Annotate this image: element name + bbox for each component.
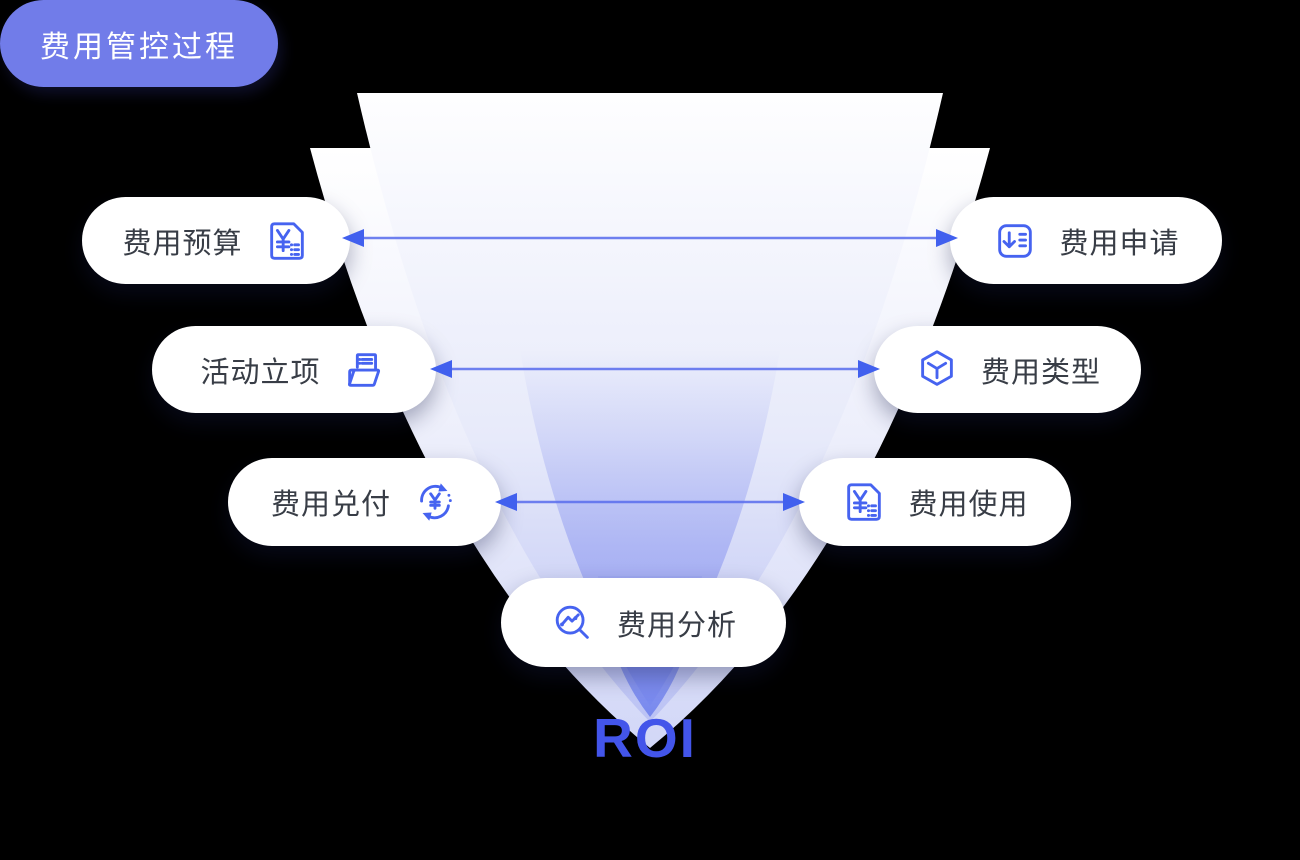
request-form-icon <box>992 218 1038 264</box>
yen-exchange-icon <box>412 479 458 525</box>
cube-icon <box>914 347 960 393</box>
process-title-pill: 费用管控过程 <box>0 0 278 87</box>
stage-pill-usage: 费用使用 <box>799 458 1071 546</box>
chart-magnifier-icon <box>550 600 596 646</box>
stage-pill-type: 费用类型 <box>874 326 1141 413</box>
stage-pill-project: 活动立项 <box>152 326 436 413</box>
stage-label: 费用使用 <box>908 489 1029 521</box>
yen-document-icon <box>264 218 310 264</box>
process-title-label: 费用管控过程 <box>40 30 238 64</box>
stage-label: 费用类型 <box>980 356 1101 389</box>
roi-label: ROI <box>593 707 697 769</box>
stage-pill-apply: 费用申请 <box>950 197 1222 284</box>
stage-label: 费用预算 <box>122 227 243 260</box>
stage-label: 费用分析 <box>616 609 737 642</box>
stage-pill-payment: 费用兑付 <box>228 458 501 546</box>
yen-document-icon <box>841 479 887 525</box>
stage-pill-budget: 费用预算 <box>82 197 350 284</box>
stage-pill-analysis: 费用分析 <box>501 578 786 667</box>
stage-label: 费用兑付 <box>270 489 391 521</box>
stage-label: 活动立项 <box>200 356 321 389</box>
stage-label: 费用申请 <box>1059 227 1180 260</box>
folder-project-icon <box>342 347 388 393</box>
